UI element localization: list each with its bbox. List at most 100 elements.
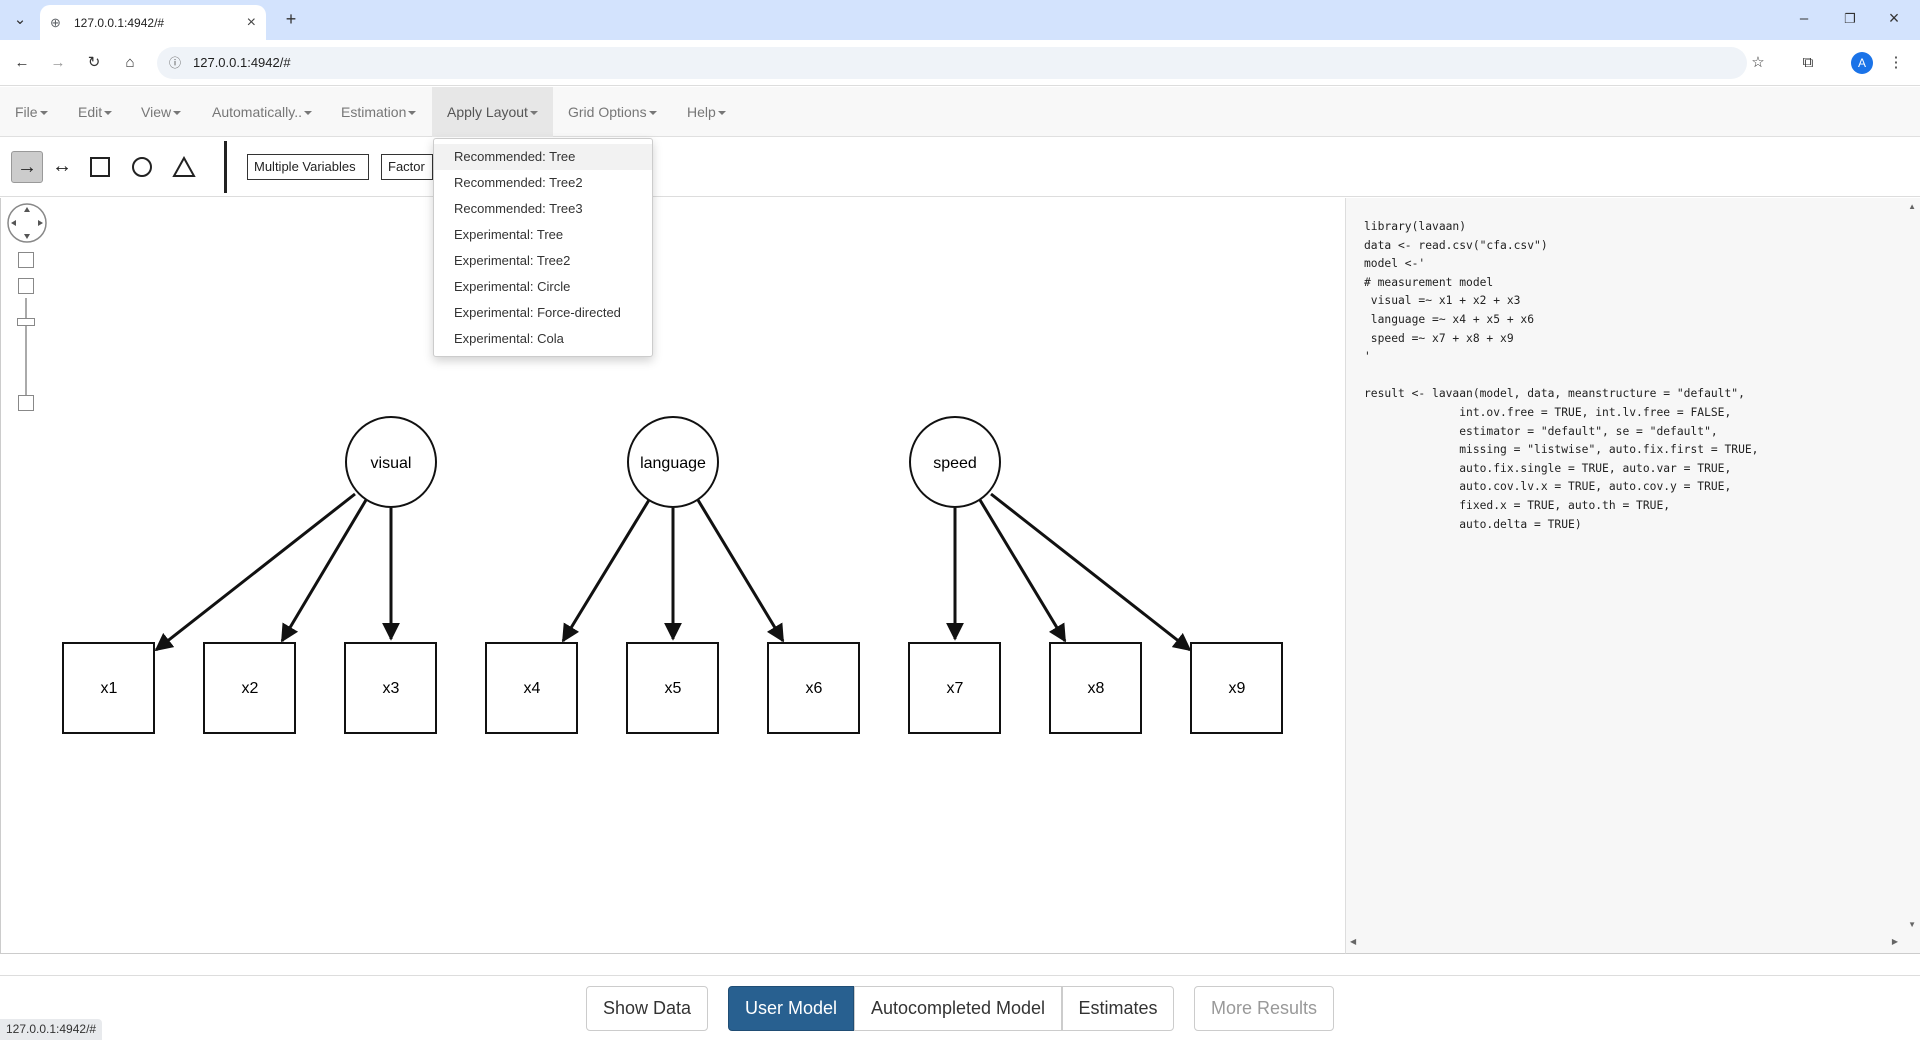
menu-grid-options[interactable]: Grid Options [553, 87, 672, 137]
layout-recommended-tree2[interactable]: Recommended: Tree2 [454, 175, 583, 190]
directed-arrow-tool-icon[interactable]: → [11, 151, 43, 183]
path-speed-x8[interactable] [978, 499, 1067, 643]
observed-label: x6 [806, 680, 823, 697]
apply-layout-dropdown: Recommended: Tree Recommended: Tree2 Rec… [433, 138, 653, 357]
pan-control-icon[interactable] [6, 202, 48, 244]
circle-tool-icon[interactable] [126, 151, 158, 183]
caret-down-icon [39, 111, 48, 116]
scroll-up-arrow-icon[interactable]: ▲ [1908, 202, 1916, 211]
restore-icon[interactable]: ❐ [1844, 11, 1856, 26]
menu-kebab-icon[interactable]: ⋮ [1888, 54, 1904, 71]
latent-label: visual [371, 455, 412, 472]
browser-tab[interactable]: ⊕ 127.0.0.1:4942/# × [40, 5, 266, 40]
zoom-slider-track [25, 298, 27, 406]
menu-help[interactable]: Help [672, 87, 741, 137]
observed-x5[interactable]: x5 [626, 642, 719, 734]
factor-button[interactable]: Factor [381, 154, 433, 180]
bookmark-star-icon[interactable]: ☆ [1751, 54, 1765, 71]
zoom-in-button[interactable] [18, 252, 34, 268]
path-visual-x2[interactable] [280, 499, 368, 643]
globe-icon: ⊕ [50, 14, 61, 30]
menu-edit[interactable]: Edit [63, 87, 127, 137]
scroll-left-arrow-icon[interactable]: ◀ [1350, 937, 1357, 946]
autocompleted-model-button[interactable]: Autocompleted Model [854, 986, 1062, 1031]
show-data-button[interactable]: Show Data [586, 986, 708, 1031]
caret-down-icon [173, 111, 182, 116]
url-field[interactable]: ⓘ 127.0.0.1:4942/# [157, 47, 1747, 79]
layout-recommended-tree3[interactable]: Recommended: Tree3 [454, 201, 583, 216]
latent-label: speed [933, 455, 977, 472]
new-tab-icon[interactable]: + [285, 9, 297, 29]
layout-experimental-tree[interactable]: Experimental: Tree [454, 227, 564, 242]
browser-tabstrip: ⌄ ⊕ 127.0.0.1:4942/# × + – ❐ × [0, 0, 1920, 40]
extensions-icon[interactable]: ⧉ [1802, 54, 1814, 71]
layout-experimental-cola[interactable]: Experimental: Cola [454, 331, 564, 346]
caret-down-icon [104, 111, 113, 116]
triangle-tool-icon[interactable] [168, 151, 200, 183]
layout-experimental-circle[interactable]: Experimental: Circle [454, 279, 571, 294]
latent-speed[interactable]: speed [909, 416, 1001, 508]
menu-automatically[interactable]: Automatically.. [197, 87, 327, 137]
menu-view-label: View [141, 104, 172, 120]
path-language-x4[interactable] [561, 499, 651, 643]
observed-x7[interactable]: x7 [908, 642, 1001, 734]
scroll-down-arrow-icon[interactable]: ▼ [1908, 920, 1916, 929]
zoom-slider-handle[interactable] [17, 318, 35, 326]
menu-automatically-label: Automatically.. [212, 104, 302, 120]
menu-file[interactable]: File [0, 87, 63, 137]
observed-x3[interactable]: x3 [344, 642, 437, 734]
observed-x2[interactable]: x2 [203, 642, 296, 734]
minimize-icon[interactable]: – [1799, 10, 1809, 27]
bottom-button-bar: Show Data User Model Autocompleted Model… [0, 975, 1920, 1040]
lavaan-code-pane[interactable]: library(lavaan) data <- read.csv("cfa.cs… [1345, 198, 1920, 954]
zoom-reset-button[interactable] [18, 395, 34, 411]
address-bar-row: ← → ↻ ⌂ ⓘ 127.0.0.1:4942/# ☆ ⧉ ⋮ [0, 40, 1920, 86]
bidirectional-arrow-tool-icon[interactable]: ↔ [52, 155, 72, 177]
scroll-right-arrow-icon[interactable]: ▶ [1891, 937, 1898, 946]
profile-avatar[interactable]: A [1851, 52, 1873, 74]
observed-x9[interactable]: x9 [1190, 642, 1283, 734]
layout-recommended-tree[interactable]: Recommended: Tree [434, 144, 652, 170]
back-icon[interactable]: ← [14, 54, 30, 71]
observed-x4[interactable]: x4 [485, 642, 578, 734]
diagram-canvas[interactable]: visual language speed x1 x2 x3 x4 x5 x6 … [0, 198, 1345, 954]
layout-experimental-force-directed[interactable]: Experimental: Force-directed [454, 305, 621, 320]
close-tab-icon[interactable]: × [246, 13, 256, 31]
sem-diagram: visual language speed x1 x2 x3 x4 x5 x6 … [62, 416, 1283, 734]
latent-language[interactable]: language [627, 416, 719, 508]
caret-down-icon [717, 111, 726, 116]
observed-x8[interactable]: x8 [1049, 642, 1142, 734]
path-visual-x1[interactable] [154, 492, 356, 652]
home-icon[interactable]: ⌂ [125, 54, 135, 71]
estimates-button[interactable]: Estimates [1062, 986, 1174, 1031]
path-language-x6[interactable] [696, 499, 785, 643]
multiple-variables-button[interactable]: Multiple Variables [247, 154, 369, 180]
path-arrows [154, 492, 1192, 652]
menu-apply-layout[interactable]: Apply Layout [432, 87, 553, 137]
tab-title: 127.0.0.1:4942/# [74, 15, 165, 30]
tab-search-icon[interactable]: ⌄ [13, 11, 27, 28]
latent-label: language [640, 455, 706, 472]
site-info-icon[interactable]: ⓘ [169, 56, 182, 70]
observed-x6[interactable]: x6 [767, 642, 860, 734]
layout-experimental-tree2[interactable]: Experimental: Tree2 [454, 253, 571, 268]
user-model-button[interactable]: User Model [728, 986, 854, 1031]
observed-x1[interactable]: x1 [62, 642, 155, 734]
menu-view[interactable]: View [126, 87, 196, 137]
latent-visual[interactable]: visual [345, 416, 437, 508]
reload-icon[interactable]: ↻ [87, 54, 101, 71]
menu-estimation[interactable]: Estimation [326, 87, 431, 137]
forward-icon[interactable]: → [50, 54, 66, 71]
square-tool-icon[interactable] [84, 151, 116, 183]
menu-file-label: File [15, 104, 38, 120]
drawing-toolbar: → ↔ Multiple Variables Factor [0, 137, 1920, 197]
close-window-icon[interactable]: × [1888, 8, 1900, 28]
zoom-out-button[interactable] [18, 278, 34, 294]
menu-edit-label: Edit [78, 104, 103, 120]
toolbar-divider [224, 141, 227, 193]
path-speed-x9[interactable] [990, 492, 1192, 652]
more-results-button[interactable]: More Results [1194, 986, 1334, 1031]
observed-label: x3 [383, 680, 400, 697]
menu-grid-options-label: Grid Options [568, 104, 647, 120]
menu-help-label: Help [687, 104, 716, 120]
